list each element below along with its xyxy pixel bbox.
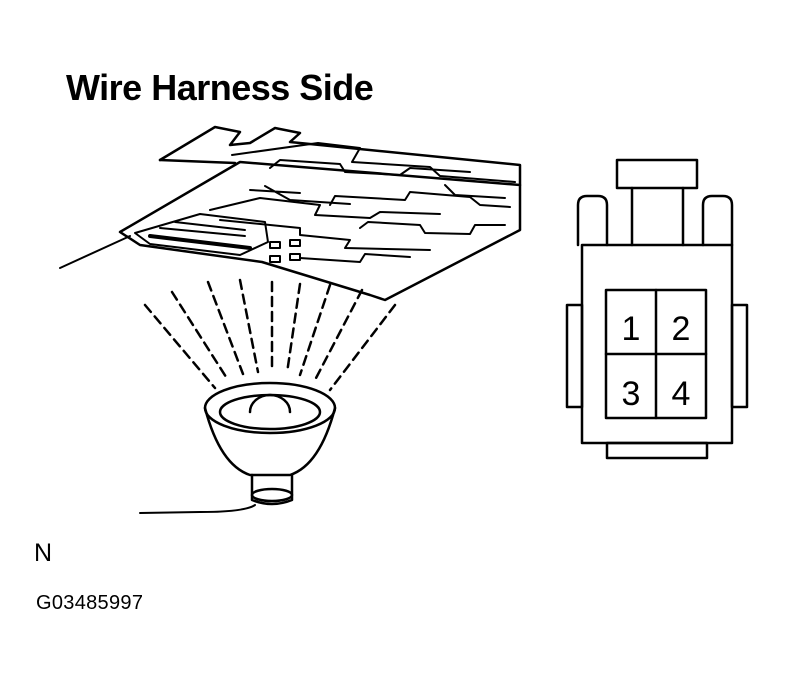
connector-diagram: 1 2 3 4 bbox=[565, 158, 749, 460]
heater-mat-panel bbox=[59, 125, 522, 302]
pin-2-label: 2 bbox=[672, 310, 691, 348]
light-rays bbox=[143, 278, 397, 392]
connector-latch bbox=[615, 158, 699, 190]
view-letter: N bbox=[34, 539, 53, 567]
pin-1-label: 1 bbox=[622, 310, 641, 348]
pin-3-label: 3 bbox=[622, 375, 641, 413]
figure-code: G03485997 bbox=[36, 592, 144, 614]
pin-4-label: 4 bbox=[672, 375, 691, 413]
diagram-title: Wire Harness Side bbox=[66, 67, 374, 108]
lamp-icon bbox=[139, 381, 337, 514]
